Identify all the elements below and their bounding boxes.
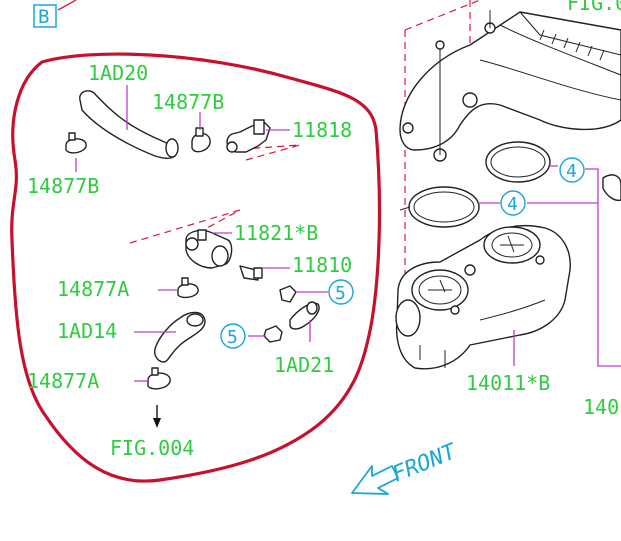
part-label-14877b-left: 14877B — [27, 174, 99, 198]
front-label: FRONT — [389, 439, 461, 488]
part-label-14011b: 14011*B — [466, 371, 550, 395]
callout-4-upper-label: 4 — [566, 161, 577, 182]
part-label-11810: 11810 — [292, 253, 352, 277]
part-label-14877a-mid: 14877A — [57, 277, 129, 301]
front-arrow-icon — [351, 465, 399, 495]
intake-manifold-drawing — [395, 10, 621, 370]
part-label-14877b-top: 14877B — [152, 90, 224, 114]
callout-4-upper: 4 — [559, 157, 585, 183]
fig-reference-top: FIG.0 — [567, 0, 621, 15]
callout-4-lower: 4 — [500, 190, 526, 216]
front-indicator: FRONT — [351, 439, 461, 495]
fig-reference-bottom: FIG.004 — [110, 436, 194, 460]
part-label-11818: 11818 — [292, 118, 352, 142]
section-marker-label: B — [38, 6, 49, 28]
callout-5-right: 5 — [328, 279, 354, 305]
callout-5-right-label: 5 — [335, 283, 346, 304]
callout-5-left: 5 — [220, 323, 246, 349]
part-label-1ad20: 1AD20 — [88, 61, 148, 85]
hose-group-outline — [10, 52, 382, 483]
leader-lines — [75, 85, 621, 382]
callout-5-left-label: 5 — [227, 327, 238, 348]
hose-group-parts — [65, 90, 320, 428]
section-marker: B — [33, 0, 77, 28]
callout-4-lower-label: 4 — [507, 194, 518, 215]
part-label-14877a-low: 14877A — [27, 369, 99, 393]
part-label-140-edge: 140 — [583, 395, 619, 419]
part-label-1ad14: 1AD14 — [57, 319, 117, 343]
part-label-1ad21: 1AD21 — [274, 353, 334, 377]
part-label-11821b: 11821*B — [234, 221, 318, 245]
